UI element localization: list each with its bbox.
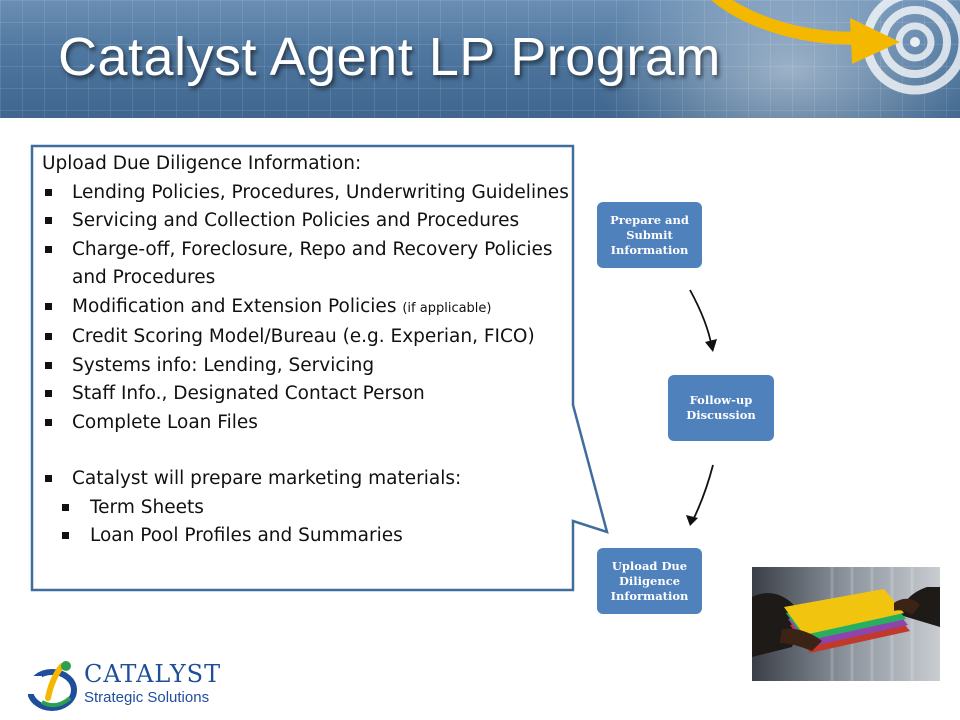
- list-item: Charge-off, Foreclosure, Repo and Recove…: [42, 236, 572, 293]
- logo-mark-icon: [28, 661, 77, 711]
- list-item: Complete Loan Files: [42, 409, 572, 438]
- catalyst-logo: Catalyst Strategic Solutions: [28, 656, 228, 712]
- folders-photo: [752, 567, 940, 681]
- callout-content: Upload Due Diligence Information: Lendin…: [42, 150, 572, 551]
- flow-step-follow-up: Follow-up Discussion: [668, 375, 774, 441]
- logo-tagline: Strategic Solutions: [84, 689, 210, 706]
- logo-name: Catalyst: [84, 660, 222, 688]
- marketing-list: Term Sheets Loan Pool Profiles and Summa…: [42, 494, 572, 551]
- list-item: Loan Pool Profiles and Summaries: [42, 522, 572, 551]
- flow-step-prepare: Prepare and Submit Information: [597, 202, 702, 268]
- slide-title: Catalyst Agent LP Program: [58, 27, 721, 87]
- arrowhead-icon: [705, 339, 717, 352]
- arrow-icon: [689, 289, 713, 349]
- arrow-icon: [691, 464, 714, 523]
- header-grid-pattern: [0, 0, 960, 118]
- list-item: Credit Scoring Model/Bureau (e.g. Experi…: [42, 323, 572, 352]
- list-item: Modification and Extension Policies (if …: [42, 293, 572, 324]
- target-arrow-icon: [711, 0, 960, 95]
- list-item: Lending Policies, Procedures, Underwriti…: [42, 179, 572, 208]
- arrowhead-icon: [686, 515, 698, 526]
- header-banner: Catalyst Agent LP Program: [0, 0, 960, 118]
- marketing-item: Catalyst will prepare marketing material…: [42, 465, 572, 494]
- list-item: Servicing and Collection Policies and Pr…: [42, 207, 572, 236]
- list-item: Systems info: Lending, Servicing: [42, 352, 572, 381]
- applicability-note: (if applicable): [402, 300, 492, 316]
- list-item: Staff Info., Designated Contact Person: [42, 380, 572, 409]
- due-diligence-list: Lending Policies, Procedures, Underwriti…: [42, 179, 572, 494]
- list-item: Term Sheets: [42, 494, 572, 523]
- flow-step-upload: Upload Due Diligence Information: [597, 548, 702, 614]
- callout-heading: Upload Due Diligence Information:: [42, 153, 362, 174]
